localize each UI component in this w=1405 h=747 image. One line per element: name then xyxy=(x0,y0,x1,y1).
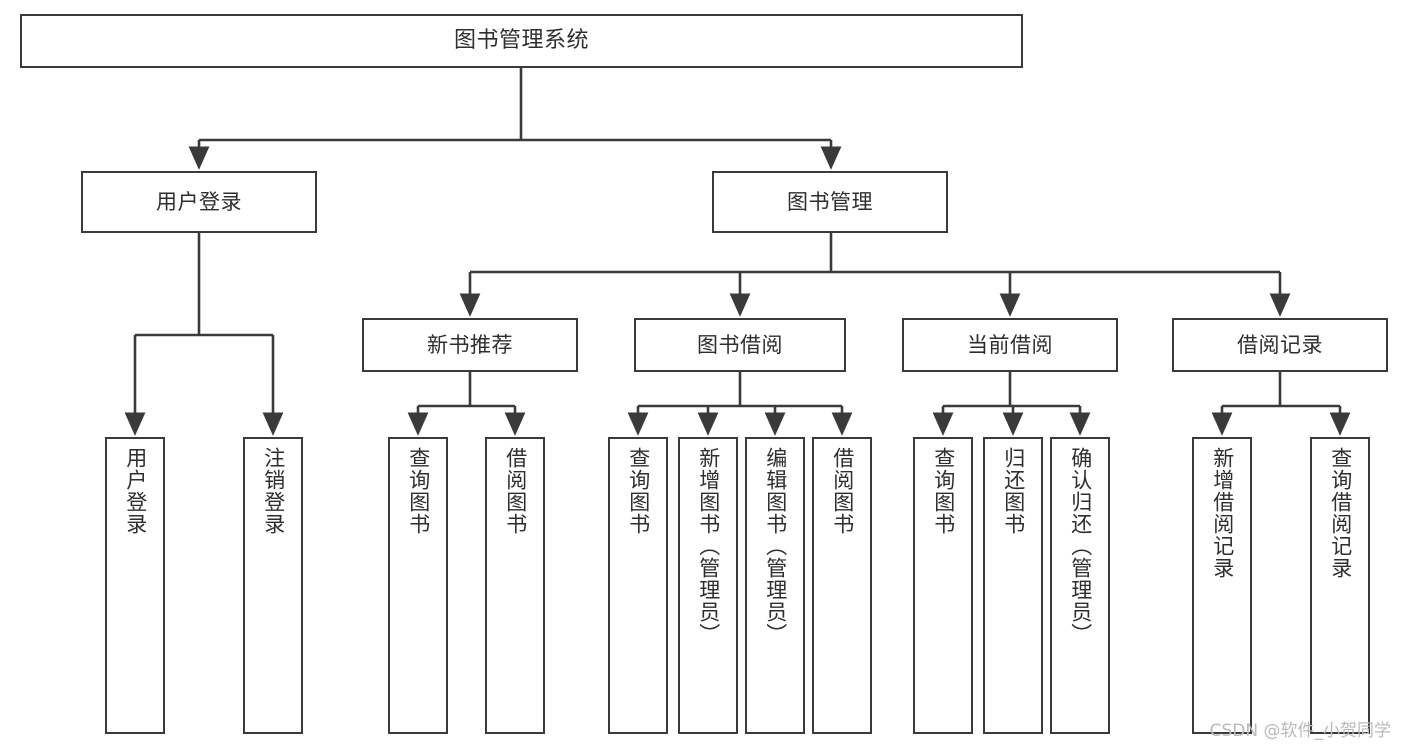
node-borrow-record[interactable]: 借阅记录 xyxy=(1172,318,1388,372)
node-leaf-logout[interactable]: 注销登录 xyxy=(243,437,303,734)
node-leaf-rec-search-label: 查询借阅记录 xyxy=(1328,447,1353,579)
node-user-login[interactable]: 用户登录 xyxy=(81,171,317,233)
node-new-book-rec[interactable]: 新书推荐 xyxy=(362,318,578,372)
node-user-login-label: 用户登录 xyxy=(156,189,242,214)
watermark-text: CSDN @软件_小贺同学 xyxy=(1209,721,1391,741)
node-leaf-logout-label: 注销登录 xyxy=(261,447,286,535)
node-leaf-rec-search[interactable]: 查询借阅记录 xyxy=(1310,437,1370,734)
node-leaf-book-add-label: 新增图书（管理员） xyxy=(696,447,721,645)
node-leaf-rec-borrow[interactable]: 借阅图书 xyxy=(485,437,545,734)
node-leaf-borrow-query-label: 查询图书 xyxy=(626,447,651,535)
node-leaf-book-edit[interactable]: 编辑图书（管理员） xyxy=(745,437,805,734)
node-root[interactable]: 图书管理系统 xyxy=(20,14,1023,68)
node-leaf-cur-return[interactable]: 归还图书 xyxy=(983,437,1043,734)
node-book-borrow-label: 图书借阅 xyxy=(697,332,783,357)
node-leaf-user-login[interactable]: 用户登录 xyxy=(105,437,165,734)
node-root-label: 图书管理系统 xyxy=(453,28,589,54)
node-leaf-book-lend[interactable]: 借阅图书 xyxy=(812,437,872,734)
node-leaf-rec-add-label: 新增借阅记录 xyxy=(1210,447,1235,579)
node-leaf-book-add[interactable]: 新增图书（管理员） xyxy=(678,437,738,734)
node-borrow-record-label: 借阅记录 xyxy=(1237,332,1323,357)
node-new-book-rec-label: 新书推荐 xyxy=(427,332,513,357)
node-leaf-book-edit-label: 编辑图书（管理员） xyxy=(763,447,788,645)
node-leaf-book-lend-label: 借阅图书 xyxy=(830,447,855,535)
node-leaf-rec-add[interactable]: 新增借阅记录 xyxy=(1192,437,1252,734)
node-leaf-cur-return-label: 归还图书 xyxy=(1001,447,1026,535)
node-leaf-cur-query[interactable]: 查询图书 xyxy=(913,437,973,734)
node-leaf-rec-query[interactable]: 查询图书 xyxy=(388,437,448,734)
node-leaf-borrow-query[interactable]: 查询图书 xyxy=(608,437,668,734)
node-book-manage-label: 图书管理 xyxy=(787,189,873,214)
node-book-manage[interactable]: 图书管理 xyxy=(712,171,948,233)
node-leaf-rec-query-label: 查询图书 xyxy=(406,447,431,535)
node-current-borrow-label: 当前借阅 xyxy=(967,332,1053,357)
node-leaf-cur-query-label: 查询图书 xyxy=(931,447,956,535)
node-leaf-rec-borrow-label: 借阅图书 xyxy=(503,447,528,535)
node-book-borrow[interactable]: 图书借阅 xyxy=(634,318,846,372)
node-leaf-cur-confirm[interactable]: 确认归还（管理员） xyxy=(1050,437,1110,734)
node-current-borrow[interactable]: 当前借阅 xyxy=(902,318,1118,372)
node-leaf-user-login-label: 用户登录 xyxy=(123,447,148,535)
node-leaf-cur-confirm-label: 确认归还（管理员） xyxy=(1068,447,1093,645)
